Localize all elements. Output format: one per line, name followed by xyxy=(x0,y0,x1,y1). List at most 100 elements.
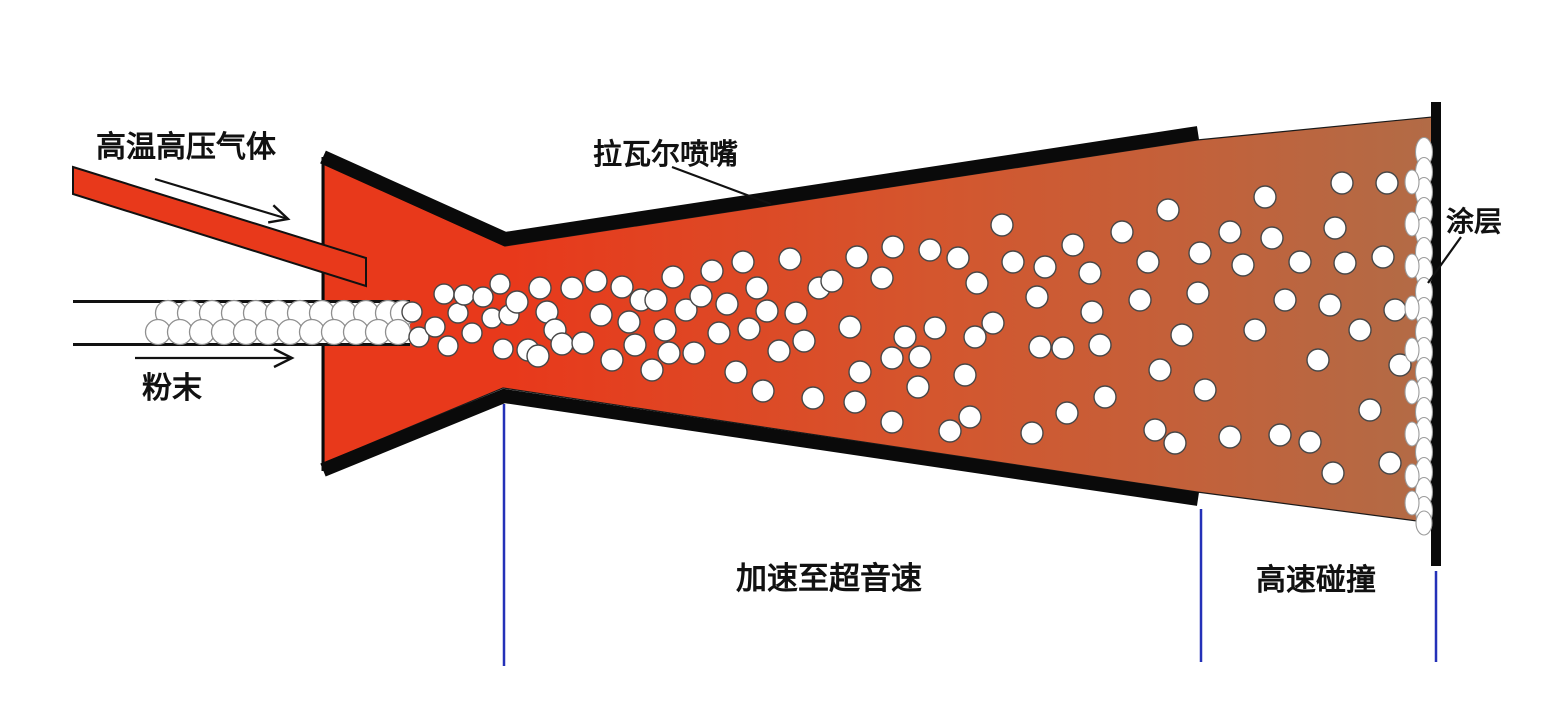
nozzle-bottom-wall xyxy=(320,388,1200,506)
tube-powder-group xyxy=(144,299,417,346)
particle xyxy=(838,315,862,339)
particle xyxy=(1231,253,1255,277)
powder-grain xyxy=(384,318,412,346)
coating-splat xyxy=(1404,337,1420,363)
particle xyxy=(1306,348,1330,372)
particle xyxy=(623,333,647,357)
particle xyxy=(1371,245,1395,269)
coating-splat xyxy=(1404,253,1420,279)
particle xyxy=(923,316,947,340)
particle xyxy=(433,283,455,305)
particle xyxy=(661,265,685,289)
particle xyxy=(1383,298,1407,322)
particle xyxy=(1033,255,1057,279)
particle xyxy=(1088,333,1112,357)
coating-splat xyxy=(1404,463,1420,489)
particle xyxy=(1193,378,1217,402)
particle xyxy=(1051,336,1075,360)
particle xyxy=(745,276,769,300)
particle xyxy=(1080,300,1104,324)
powder-grain xyxy=(210,318,238,346)
particle xyxy=(1061,233,1085,257)
particle xyxy=(1321,461,1345,485)
coating-label: 涂层 xyxy=(1446,205,1502,238)
particle xyxy=(1243,318,1267,342)
powder-grain xyxy=(276,318,304,346)
particle xyxy=(640,358,664,382)
particle xyxy=(1025,285,1049,309)
gas-inlet-label: 高温高压气体 xyxy=(96,130,277,165)
particle xyxy=(880,410,904,434)
particle xyxy=(918,238,942,262)
powder-grain xyxy=(144,318,172,346)
particle xyxy=(1136,250,1160,274)
particle xyxy=(1288,250,1312,274)
particle xyxy=(1163,431,1187,455)
particle xyxy=(1253,185,1277,209)
particle xyxy=(1375,171,1399,195)
powder-grain xyxy=(320,318,348,346)
particle xyxy=(778,247,802,271)
particle xyxy=(1260,226,1284,250)
particle xyxy=(737,317,761,341)
gas-inlet-pipe xyxy=(72,165,367,288)
particle xyxy=(492,338,514,360)
particle xyxy=(1156,198,1180,222)
particle xyxy=(610,275,634,299)
particle xyxy=(1078,261,1102,285)
particle xyxy=(990,213,1014,237)
particle xyxy=(938,419,962,443)
particle xyxy=(1143,418,1167,442)
substrate-bar xyxy=(1431,102,1441,566)
particle xyxy=(1001,250,1025,274)
particles-group xyxy=(401,171,1412,485)
particle xyxy=(843,390,867,414)
particle xyxy=(1093,385,1117,409)
impact-label: 高速碰撞 xyxy=(1256,563,1376,598)
particle xyxy=(792,329,816,353)
particle xyxy=(550,332,574,356)
particle xyxy=(461,322,483,344)
particle xyxy=(1148,358,1172,382)
particle xyxy=(408,326,430,348)
particle xyxy=(1055,401,1079,425)
coating-splat xyxy=(1404,211,1420,237)
particle xyxy=(1020,421,1044,445)
powder-grain xyxy=(298,318,326,346)
particle xyxy=(1333,251,1357,275)
particle xyxy=(731,250,755,274)
particle xyxy=(908,345,932,369)
powder-grain xyxy=(254,318,282,346)
powder-grain xyxy=(166,318,194,346)
particle xyxy=(1330,171,1354,195)
particle xyxy=(657,341,681,365)
particle xyxy=(472,286,494,308)
coating-splat xyxy=(1415,510,1433,536)
particle xyxy=(707,321,731,345)
nozzle-leader-line xyxy=(671,165,772,206)
particle xyxy=(880,346,904,370)
particle xyxy=(1128,288,1152,312)
laval-nozzle-label: 拉瓦尔喷嘴 xyxy=(593,137,738,171)
particle xyxy=(682,341,706,365)
coating-splat xyxy=(1404,379,1420,405)
particle xyxy=(700,259,724,283)
particle xyxy=(958,405,982,429)
particle xyxy=(689,284,713,308)
particle xyxy=(965,271,989,295)
coating-splat xyxy=(1404,169,1420,195)
particle xyxy=(981,311,1005,335)
particle xyxy=(1318,293,1342,317)
gas-flow-arrow xyxy=(154,177,291,224)
particle xyxy=(1388,353,1412,377)
particle xyxy=(424,316,446,338)
particle xyxy=(617,310,641,334)
particle xyxy=(751,379,775,403)
particle xyxy=(1348,318,1372,342)
accelerate-label: 加速至超音速 xyxy=(736,561,922,597)
nozzle-top-wall xyxy=(320,126,1200,247)
particle xyxy=(953,363,977,387)
particle xyxy=(528,276,552,300)
coating-splat xyxy=(1404,421,1420,447)
